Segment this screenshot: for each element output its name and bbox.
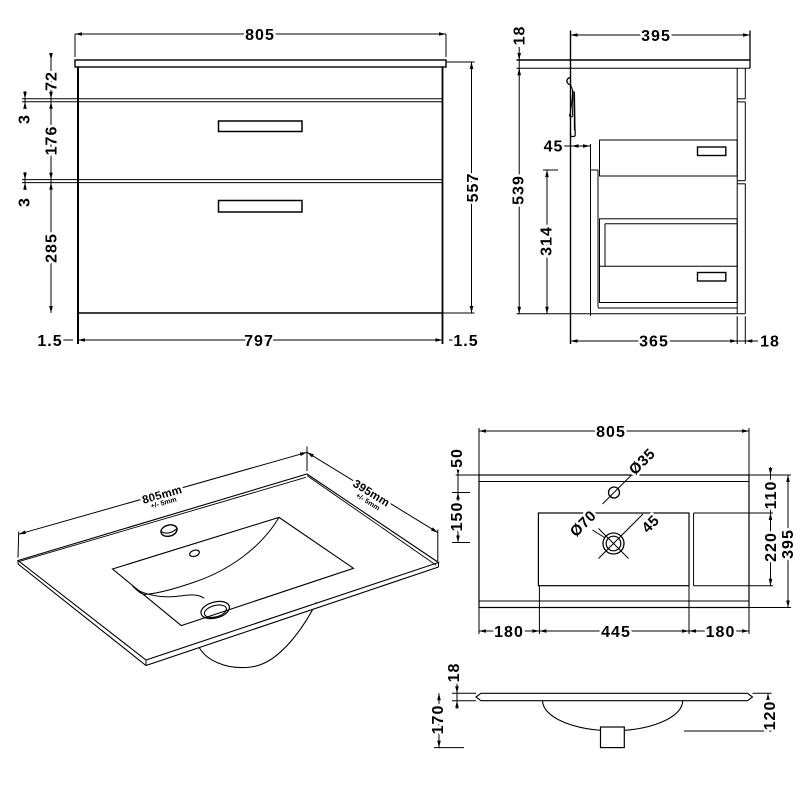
svg-text:3: 3 [17, 197, 34, 207]
svg-text:50: 50 [449, 448, 466, 468]
svg-text:150: 150 [449, 502, 466, 532]
svg-text:110: 110 [763, 481, 780, 510]
svg-text:180: 180 [706, 624, 736, 641]
svg-text:539: 539 [511, 175, 528, 205]
svg-text:120: 120 [762, 701, 779, 731]
svg-text:220: 220 [763, 532, 780, 562]
svg-text:1.5: 1.5 [453, 333, 478, 350]
svg-text:176: 176 [44, 126, 61, 156]
svg-text:3: 3 [17, 114, 34, 124]
svg-text:395: 395 [641, 28, 671, 45]
svg-text:557: 557 [465, 173, 482, 203]
svg-text:45: 45 [544, 139, 564, 156]
svg-text:285: 285 [44, 233, 61, 263]
svg-text:18: 18 [512, 26, 529, 46]
svg-text:1.5: 1.5 [37, 333, 62, 350]
svg-text:180: 180 [494, 624, 524, 641]
svg-text:445: 445 [601, 624, 631, 641]
svg-text:805: 805 [245, 27, 275, 44]
svg-text:395: 395 [780, 529, 797, 559]
svg-text:805: 805 [596, 424, 626, 441]
svg-text:18: 18 [446, 663, 463, 683]
svg-text:72: 72 [44, 71, 61, 91]
svg-text:797: 797 [244, 333, 274, 350]
svg-text:314: 314 [539, 226, 556, 256]
svg-text:170: 170 [430, 705, 447, 735]
svg-text:18: 18 [760, 334, 780, 351]
svg-text:365: 365 [639, 334, 669, 351]
